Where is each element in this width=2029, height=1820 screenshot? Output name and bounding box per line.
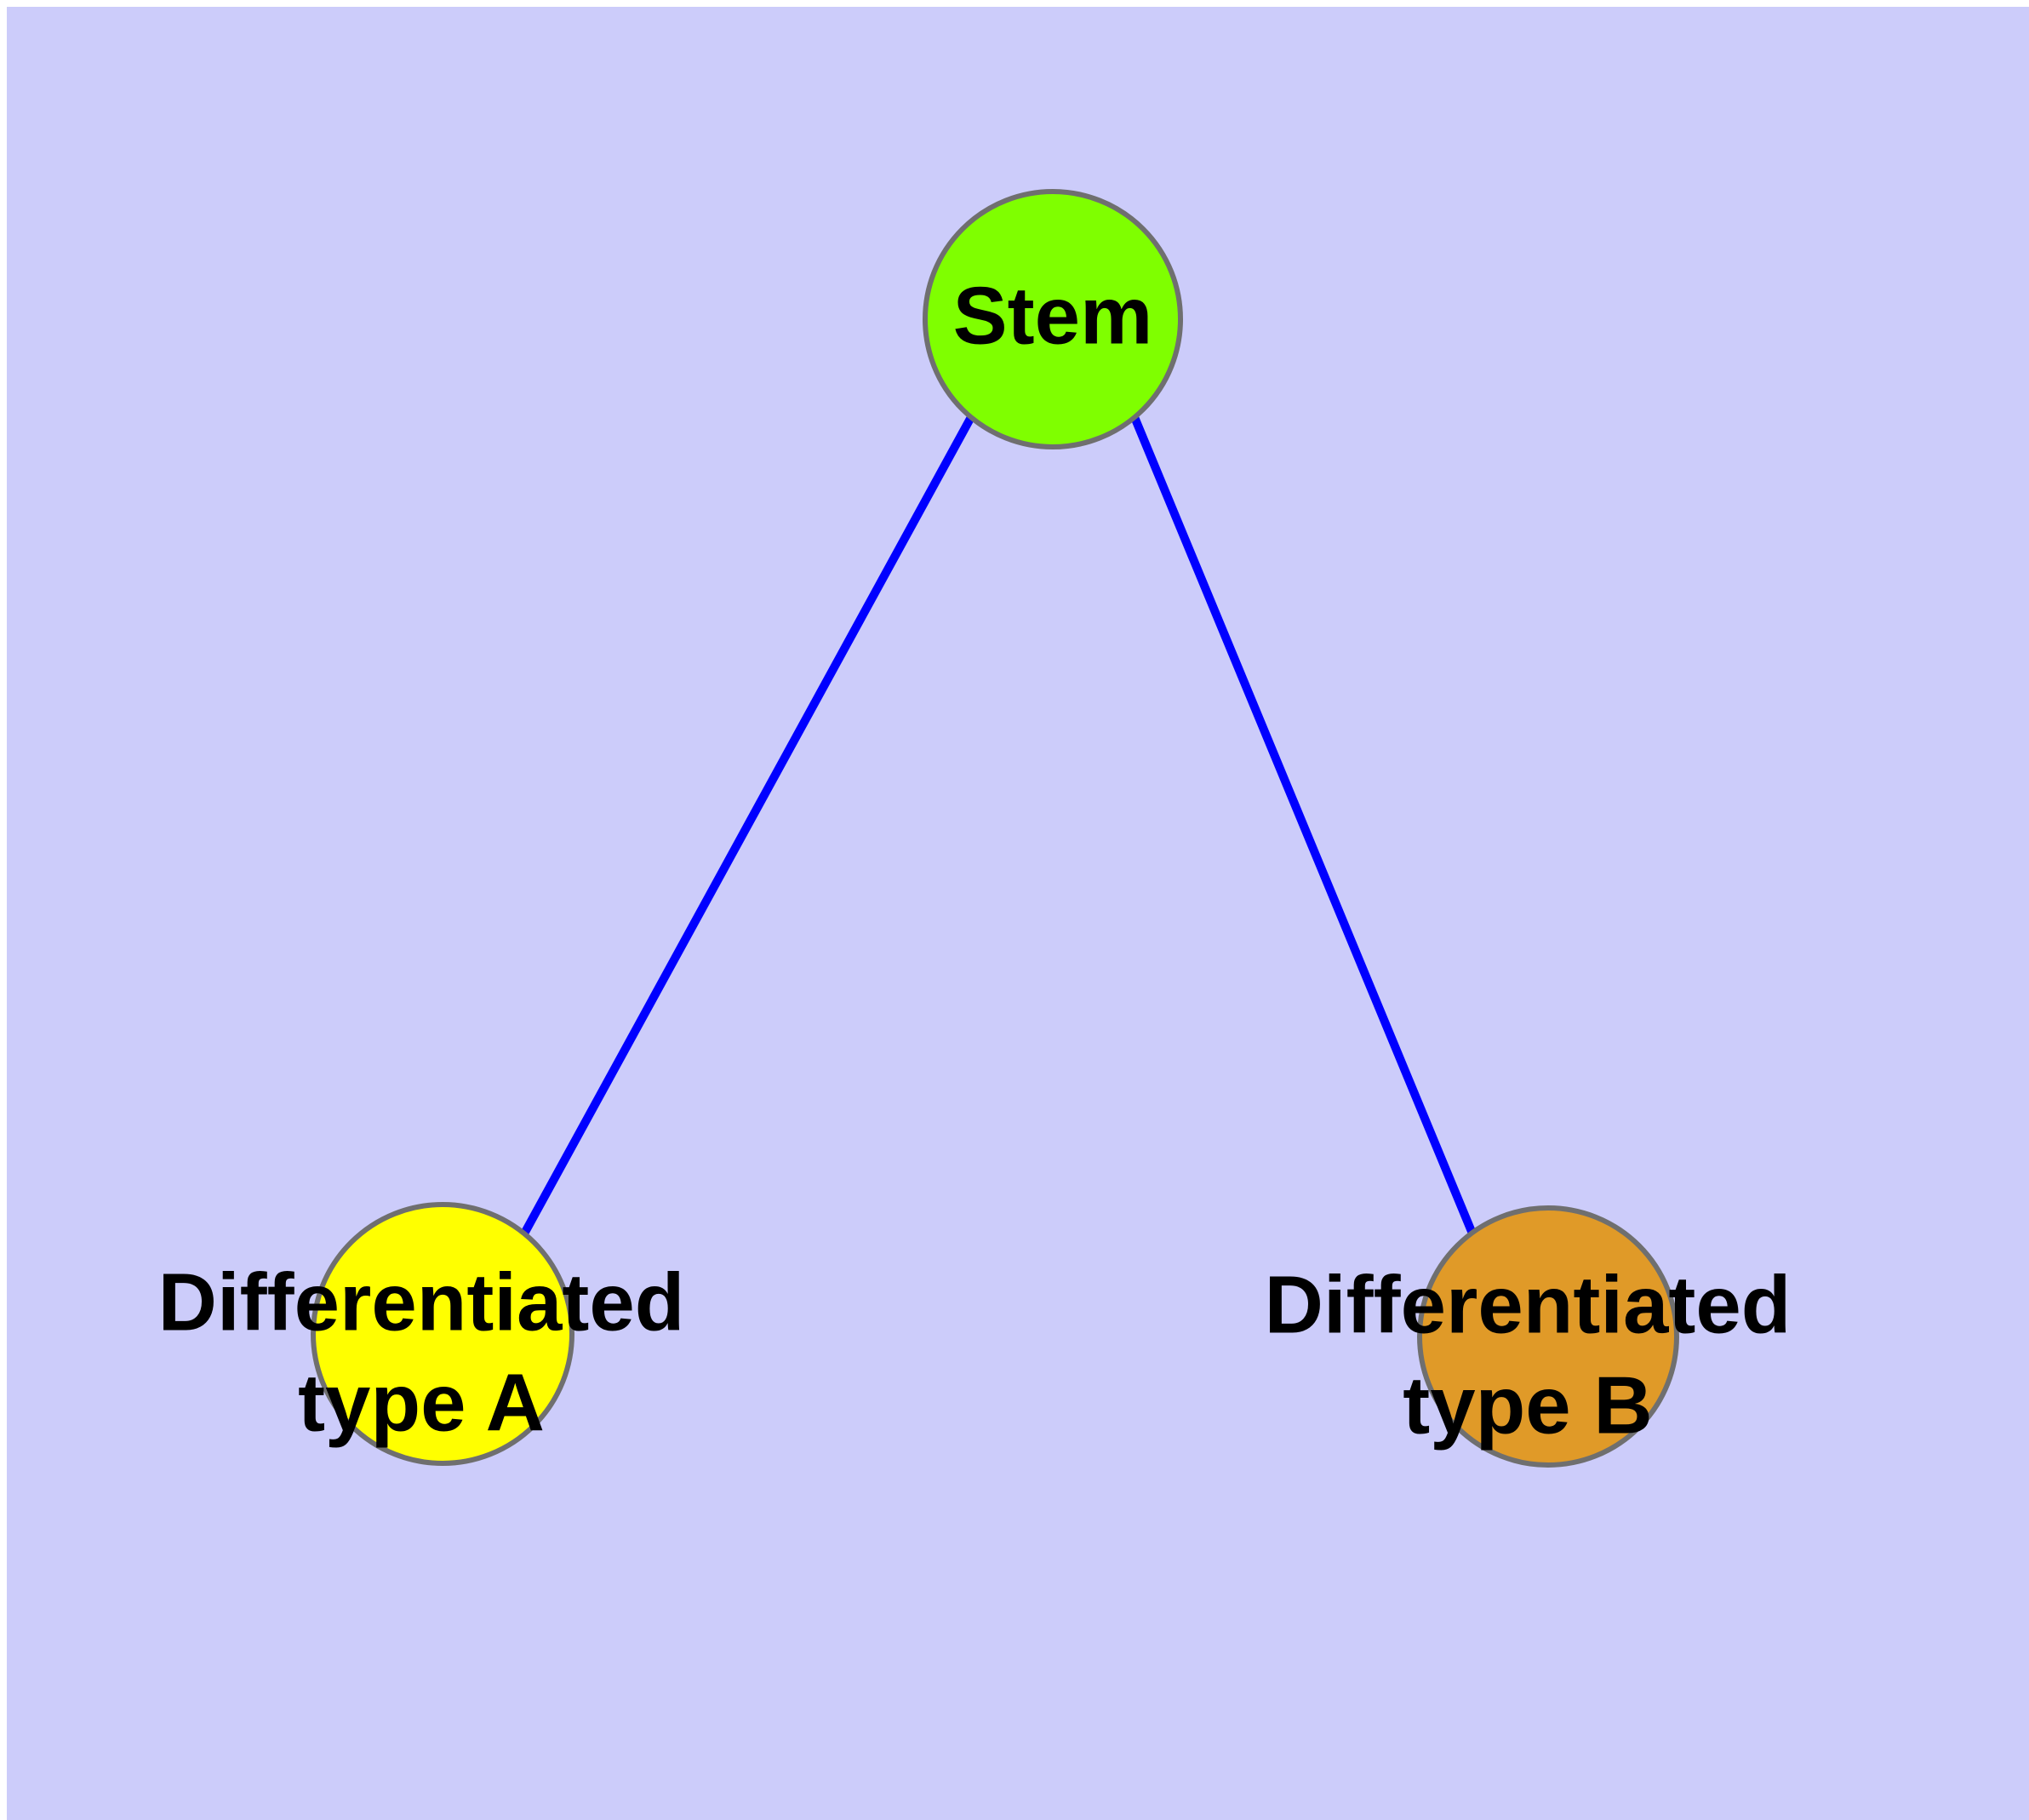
node-label-differentiated-type-a-line2: type A — [298, 1357, 545, 1448]
node-circle-differentiated-type-a[interactable] — [311, 1202, 574, 1466]
node-differentiated-type-b[interactable]: Differentiated type B — [1265, 1205, 1792, 1468]
node-circle-differentiated-type-b[interactable] — [1417, 1205, 1679, 1468]
node-label-differentiated-type-a-line1: Differentiated — [158, 1256, 685, 1348]
node-stem[interactable]: Stem — [923, 189, 1183, 449]
node-label-stem: Stem — [953, 270, 1153, 361]
node-label-differentiated-type-b-line2: type B — [1403, 1359, 1652, 1451]
node-label-differentiated-type-b-line1: Differentiated — [1265, 1259, 1792, 1350]
edge-group — [519, 415, 1477, 1238]
node-differentiated-type-a[interactable]: Differentiated type A — [158, 1202, 685, 1466]
edge-stem-to-differentiated-type-a[interactable] — [519, 415, 975, 1238]
edge-stem-to-differentiated-type-b[interactable] — [1130, 415, 1477, 1235]
node-circle-stem[interactable] — [923, 189, 1183, 449]
